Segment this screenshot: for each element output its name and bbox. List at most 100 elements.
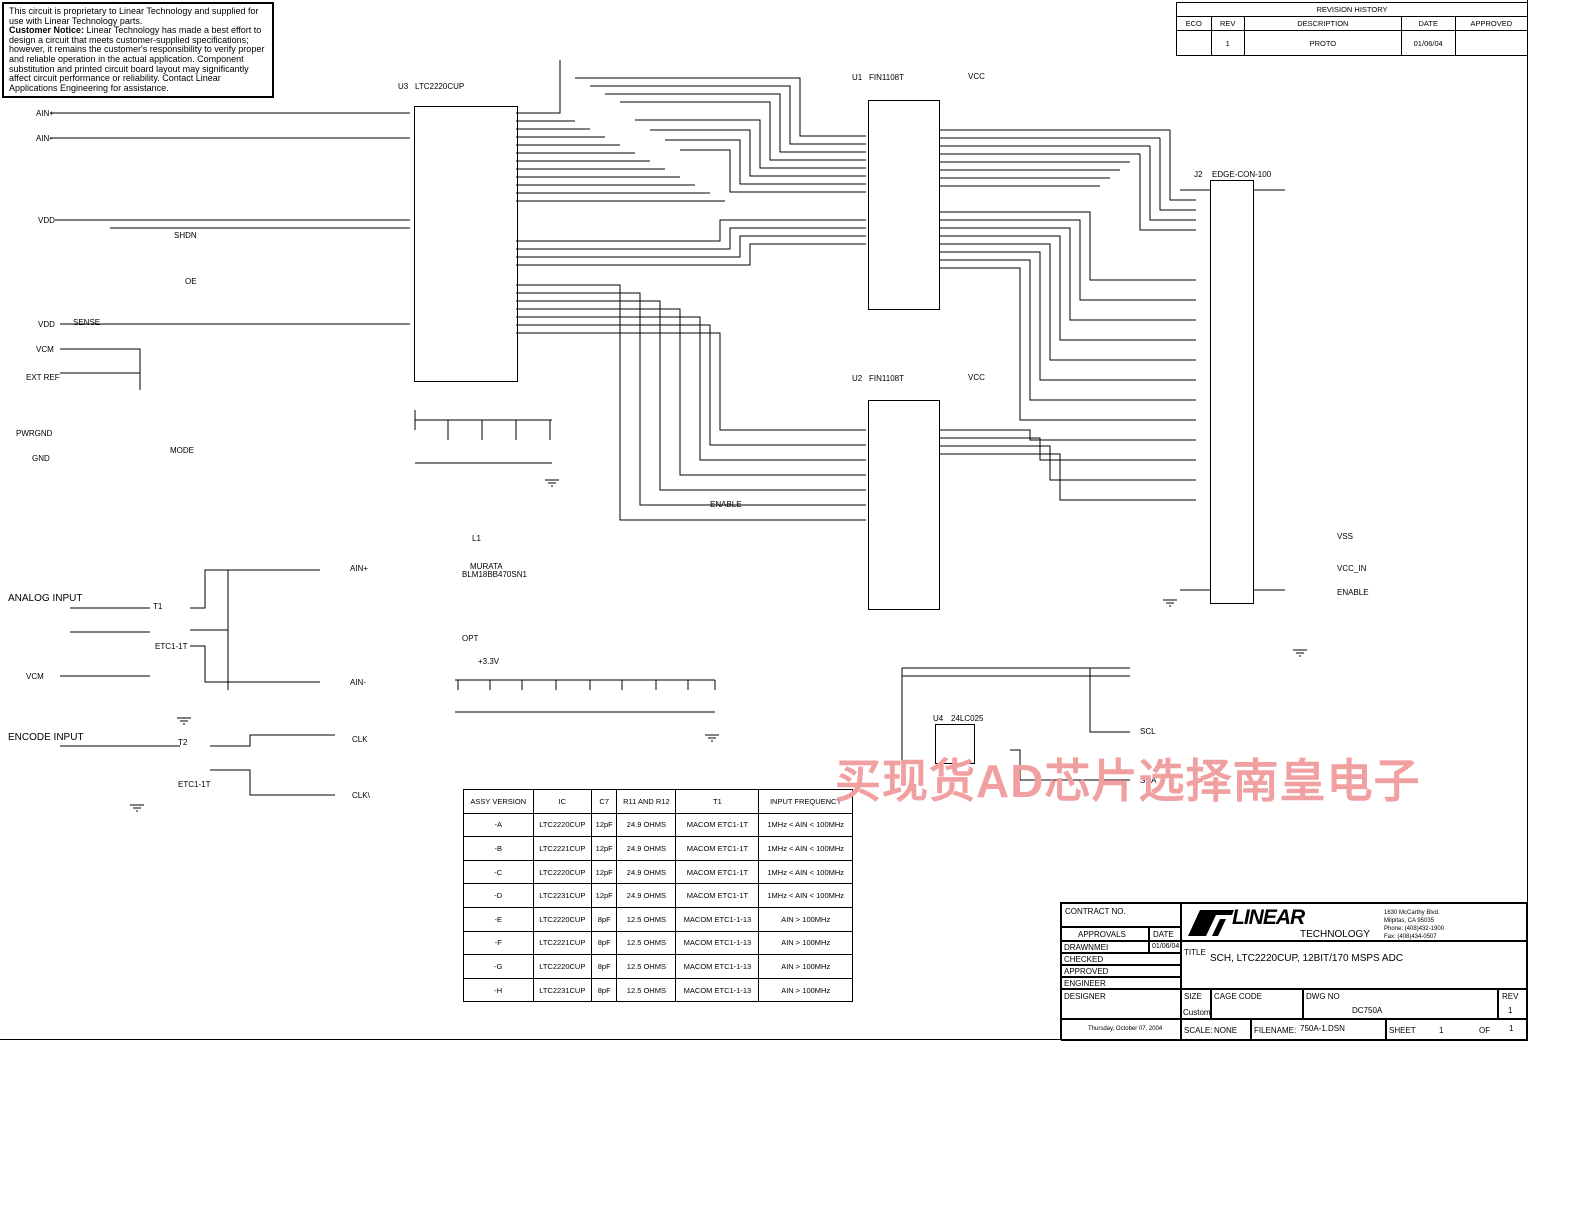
assembly-cell: 12pF (591, 812, 618, 838)
size-value: Custom (1183, 1008, 1211, 1017)
filename-label: FILENAME: (1254, 1026, 1297, 1035)
u3-part: LTC2220CUP (415, 82, 465, 91)
assembly-cell: 24.9 OHMS (616, 836, 677, 861)
designer-label: DESIGNER (1064, 992, 1106, 1001)
net-vcm: VCM (36, 345, 54, 354)
net-vcm-input: VCM (26, 672, 44, 681)
assembly-cell: -F (463, 930, 534, 956)
assembly-cell: LTC2221CUP (532, 836, 593, 861)
u2-lvds-chip (868, 400, 940, 610)
net-ain-plus: AIN+ (36, 109, 55, 118)
assembly-cell: 12pF (591, 859, 618, 885)
approved-label: APPROVED (1064, 967, 1109, 976)
u4-ref: U4 (933, 714, 944, 723)
rev-cell: 01/06/04 (1400, 30, 1456, 56)
assembly-cell: 12.5 OHMS (616, 930, 677, 956)
linear-logo-mark (1188, 910, 1234, 936)
drawing-title: SCH, LTC2220CUP, 12BIT/170 MSPS ADC (1210, 953, 1404, 964)
assembly-cell: 12.5 OHMS (616, 954, 677, 979)
asm-header: R11 AND R12 (616, 789, 677, 814)
net-shdn: SHDN (174, 231, 197, 240)
net-ain-minus: AIN- (36, 134, 52, 143)
u2-ref: U2 (852, 374, 863, 383)
rev-value: 1 (1508, 1006, 1513, 1015)
assembly-cell: MACOM ETC1-1T (675, 812, 760, 838)
net-mode: MODE (170, 446, 194, 455)
checked-label: CHECKED (1064, 955, 1104, 964)
sheet-value: 1 (1439, 1026, 1444, 1035)
assembly-cell: MACOM ETC1-1T (675, 836, 760, 861)
assembly-cell: 8pF (591, 906, 618, 932)
j2-edge-connector (1210, 180, 1254, 604)
scale-value: NONE (1214, 1026, 1238, 1035)
j2-part: EDGE-CON-100 (1212, 170, 1272, 179)
net-vss: VSS (1337, 532, 1354, 541)
assembly-cell: 12pF (591, 836, 618, 861)
l1-part2: BLM18BB470SN1 (462, 570, 527, 579)
u1-ref: U1 (852, 73, 863, 82)
assembly-cell: 12.5 OHMS (616, 906, 677, 932)
net-enable: ENABLE (710, 500, 742, 509)
assembly-cell: AIN > 100MHz (758, 954, 853, 979)
net-pwrgnd: PWRGND (16, 429, 53, 438)
dwg-no-label: DWG NO (1306, 992, 1340, 1001)
u1-lvds-chip (868, 100, 940, 310)
engineer-label: ENGINEER (1064, 979, 1106, 988)
assembly-cell: 8pF (591, 977, 618, 1003)
net-opt: OPT (462, 634, 479, 643)
u3-adc-chip (414, 106, 518, 382)
address-line2: Milpitas, CA 95035 (1384, 918, 1435, 924)
t1-part: ETC1-1T (155, 642, 188, 651)
u4-eeprom-chip (935, 724, 975, 764)
assembly-version-table: ASSY VERSION IC C7 R11 AND R12 T1 INPUT … (463, 789, 853, 1003)
rev-cell: PROTO (1243, 30, 1402, 56)
net-oe: OE (185, 277, 197, 286)
analog-input-label: ANALOG INPUT (8, 593, 83, 604)
net-ext-ref: EXT REF (26, 373, 60, 382)
filename-value: 750A-1.DSN (1300, 1024, 1345, 1033)
revision-history-table: REVISION HISTORY ECO REV DESCRIPTION DAT… (1176, 2, 1529, 56)
rev-cell (1454, 30, 1529, 56)
assembly-cell: LTC2220CUP (532, 812, 593, 838)
rev-label: REV (1502, 992, 1519, 1001)
sheet-label: SHEET (1389, 1026, 1416, 1035)
drawn-by: MEI (1094, 943, 1109, 952)
rev-cell (1176, 30, 1212, 56)
u1-part: FIN1108T (869, 73, 904, 82)
assembly-cell: 12.5 OHMS (616, 977, 677, 1003)
company-sub: TECHNOLOGY (1300, 929, 1371, 940)
assembly-cell: AIN > 100MHz (758, 977, 853, 1003)
of-label: OF (1479, 1026, 1491, 1035)
assembly-cell: LTC2220CUP (532, 859, 593, 885)
assembly-cell: 1MHz < AIN < 100MHz (758, 812, 853, 838)
net-gnd: GND (32, 454, 50, 463)
assembly-cell: 8pF (591, 930, 618, 956)
assembly-cell: MACOM ETC1-1T (675, 859, 760, 885)
net-vcc-u1: VCC (968, 72, 985, 81)
assembly-cell: 24.9 OHMS (616, 883, 677, 908)
j2-ref: J2 (1194, 170, 1203, 179)
net-vcc-u2: VCC (968, 373, 985, 382)
l1-ref: L1 (472, 534, 481, 543)
assembly-cell: LTC2220CUP (532, 906, 593, 932)
phone: Phone: (408)432-1900 (1384, 926, 1445, 932)
asm-header: IC (532, 789, 593, 814)
company-logo: LINEAR (1232, 906, 1305, 929)
t2-ref: T2 (178, 738, 188, 747)
assembly-cell: LTC2231CUP (532, 883, 593, 908)
proprietary-notice: This circuit is proprietary to Linear Te… (2, 2, 274, 98)
net-3v3: +3.3V (478, 657, 500, 666)
assembly-cell: -G (463, 954, 534, 979)
assembly-cell: MACOM ETC1-1-13 (675, 954, 760, 979)
net-sda: SDA (1140, 776, 1157, 785)
net-ain-minus-out: AIN- (350, 678, 366, 687)
assembly-cell: MACOM ETC1-1-13 (675, 977, 760, 1003)
net-clk-bar: CLK\ (352, 791, 370, 800)
l1-part1: MURATA (470, 562, 503, 571)
drawn-label: DRAWN (1064, 943, 1094, 952)
